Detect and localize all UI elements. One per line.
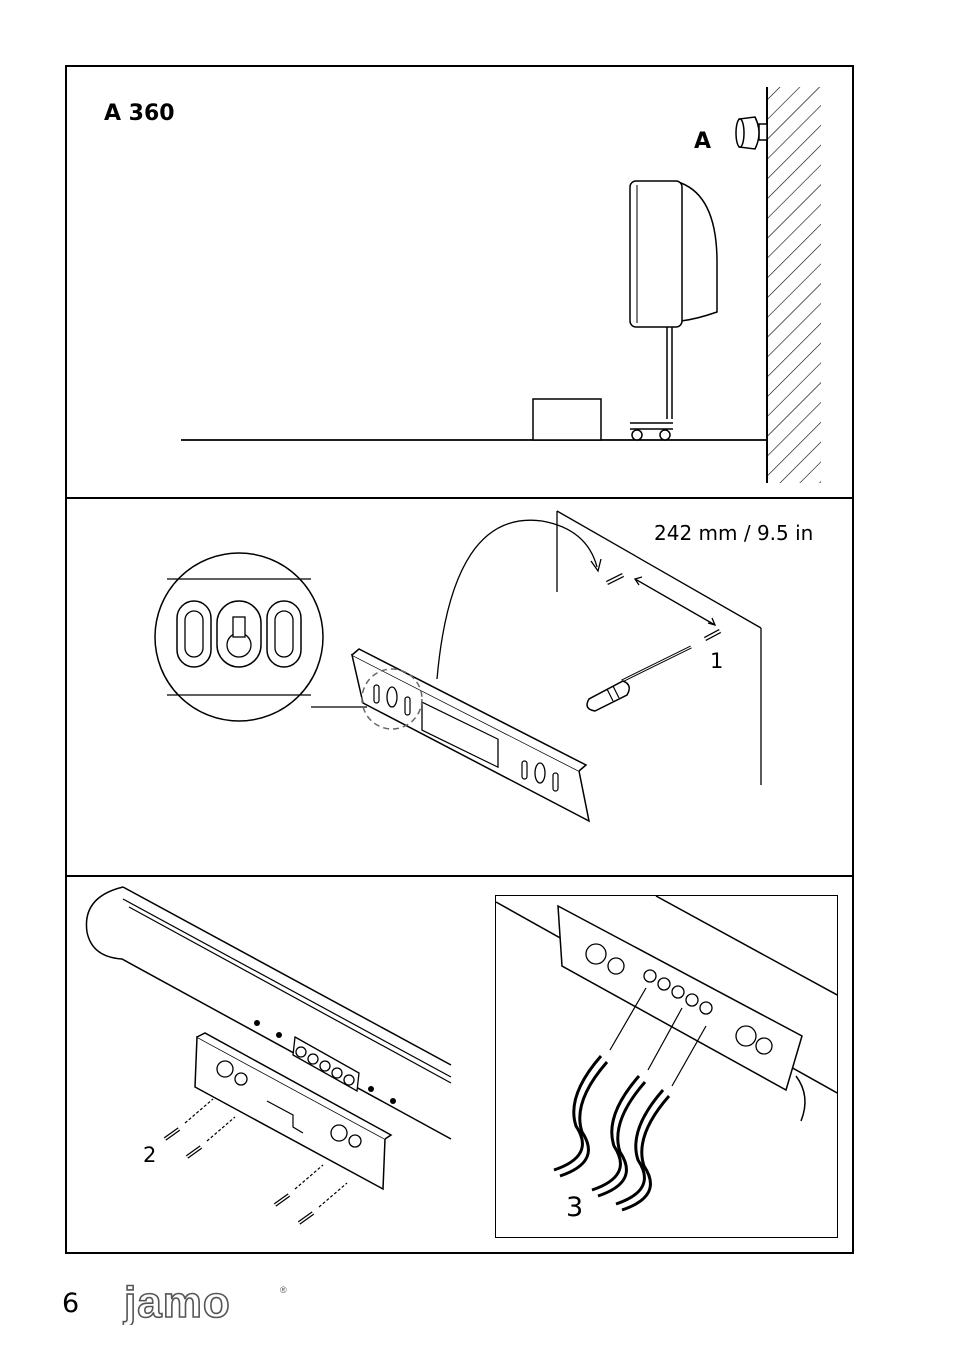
tv-on-stand — [630, 181, 717, 440]
wiring-detail-inset: 3 — [495, 895, 838, 1238]
registered-mark: ® — [280, 1285, 287, 1295]
small-cabinet — [533, 399, 601, 440]
page-number: 6 — [62, 1288, 79, 1319]
wiring-illustration — [496, 896, 838, 1238]
mounted-bracket — [195, 1033, 391, 1189]
jamo-logo: jamo ® — [122, 1281, 292, 1325]
wall-screw-icon — [607, 575, 720, 639]
instruction-frame: A 360 A — [65, 65, 854, 1254]
brand-wordmark: jamo — [123, 1281, 231, 1325]
wall-hatch — [767, 87, 821, 483]
detail-magnifier — [155, 553, 367, 721]
screwdriver-icon — [587, 647, 691, 711]
room-illustration — [67, 67, 856, 497]
speaker-terminals — [293, 1037, 359, 1091]
wall-bracket — [352, 649, 589, 821]
wall-speaker-icon — [736, 117, 767, 149]
speaker-back-illustration — [67, 877, 467, 1256]
panel-mount-and-wire: 2 — [67, 875, 852, 1256]
placement-arrow — [437, 520, 597, 679]
panel-wall-bracket: 242 mm / 9.5 in 1 — [67, 497, 852, 877]
bracket-illustration — [67, 499, 856, 877]
panel-room-placement: A 360 A — [67, 67, 852, 497]
